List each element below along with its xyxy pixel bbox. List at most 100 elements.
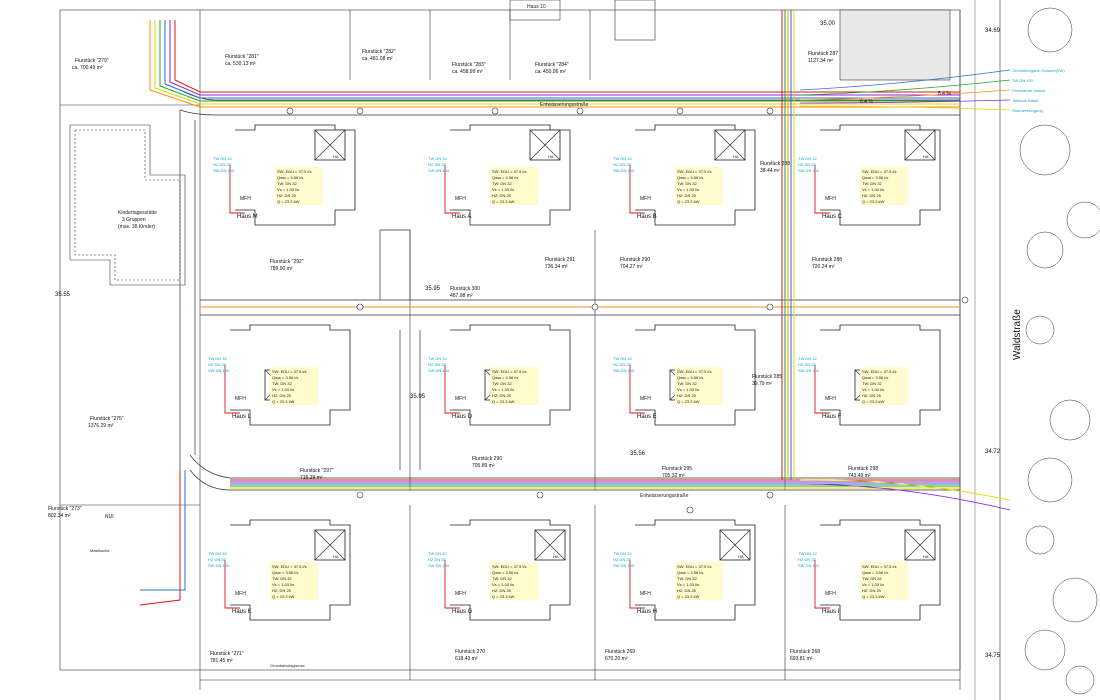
hatched-top-right	[839, 9, 951, 81]
house-info-line: Vs = 1.03 l/s	[272, 582, 294, 587]
ha-cross	[904, 129, 936, 161]
house-info-line: Vs = 1.03 l/s	[272, 387, 294, 392]
height-label: 34.75	[985, 653, 1001, 659]
house-info-line: TW: DN 32	[272, 381, 292, 386]
height-label: 35.95	[410, 394, 426, 400]
ha-label: HA	[548, 154, 554, 159]
parcel-label: Flurstück 269	[605, 649, 635, 655]
right-notes: Grenzübergabe-Schacht(SW) TW DN 100 Fern…	[1012, 68, 1065, 113]
house-outline	[635, 124, 756, 226]
parcel-area: 715.29 m²	[300, 475, 323, 481]
right-connections	[799, 69, 1011, 511]
house-info-line: Vs = 1.03 l/s	[277, 187, 299, 192]
utility-label: TW DN 32	[798, 551, 817, 556]
house-sewer-line	[224, 560, 240, 609]
utility-label: SW DN 150	[208, 368, 230, 373]
house-info-box	[270, 367, 318, 405]
parcel-label: Flurstück 288	[760, 161, 790, 167]
house-outline	[635, 519, 756, 621]
house-info-line: Q = 23.3 kW	[862, 594, 885, 599]
house-info-line: HZ: DN 25	[492, 588, 512, 593]
mfh-label: MFH	[240, 196, 251, 202]
house-info-line: SW: EDU = 37.5 l/s	[492, 369, 527, 374]
kita-building	[69, 124, 186, 286]
house-info-line: Qww = 3.56 l/s	[277, 175, 303, 180]
house-outline	[450, 124, 571, 226]
parcel-area: ca. 481.08 m²	[362, 56, 393, 62]
house-info-line: HZ: DN 25	[862, 588, 882, 593]
parcel-label: Flurstück 290	[620, 257, 650, 263]
parcel-area: 802.34 m²	[48, 513, 71, 519]
house-info-line: Q = 23.3 kW	[492, 594, 515, 599]
utility-label: TW DN 32	[798, 356, 817, 361]
house-info-line: TW: DN 32	[492, 576, 512, 581]
parcel-area: ca. 700.49 m²	[72, 65, 103, 71]
parcel-label: Flurstück 287	[808, 51, 838, 57]
house-info-line: Vs = 1.03 l/s	[677, 187, 699, 192]
house-info-line: Qww = 3.56 l/s	[862, 175, 888, 180]
house-info-line: SW: EDU = 37.5 l/s	[492, 169, 527, 174]
grundstucksgrenze-label: Grundstücksgrenze	[270, 663, 305, 668]
parcel-label: Flurstück 300	[450, 286, 480, 292]
height-label: 34.69	[985, 28, 1001, 34]
house-name: Haus C	[822, 214, 843, 220]
haus10-block	[509, 0, 561, 21]
parcel-labels: Flurstück "279" ca. 700.49 m² Flurstück …	[48, 49, 878, 664]
house-info-box	[675, 367, 723, 405]
utility-label: TW DN 32	[208, 551, 227, 556]
parcel-area: 1376.29 m²	[88, 423, 114, 429]
mfh-label: MFH	[825, 196, 836, 202]
house-name: Haus A	[452, 214, 471, 220]
house-info-line: Q = 23.3 kW	[677, 399, 700, 404]
parcel-label: Flurstück 291	[545, 257, 575, 263]
house-outline	[450, 324, 571, 426]
house-info-line: TW: DN 32	[277, 181, 297, 186]
parcel-label: Flurstück "282"	[362, 49, 396, 55]
house-info-line: Q = 23.3 kW	[862, 199, 885, 204]
ha-cross	[904, 529, 936, 561]
right-note: TW DN 100	[1012, 78, 1034, 83]
house-info-line: TW: DN 32	[677, 181, 697, 186]
utility-label: SW DN 150	[208, 563, 230, 568]
house-info-line: Q = 23.3 kW	[677, 199, 700, 204]
house-info-line: Q = 23.3 kW	[272, 399, 295, 404]
house-info-line: Vs = 1.03 l/s	[492, 187, 514, 192]
utility-label: HZ DN 25	[213, 162, 232, 167]
house-info-line: SW: EDU = 37.5 l/s	[862, 564, 897, 569]
right-note: Stromversorgung	[1012, 108, 1043, 113]
house-outline	[635, 324, 756, 426]
house-info-line: SW: EDU = 37.5 l/s	[272, 369, 307, 374]
right-note: Fernwärme Anschl.	[1012, 88, 1046, 93]
parcel-area: ca. 530.13 m²	[225, 61, 256, 67]
parcel-label: Flurstück 268	[790, 649, 820, 655]
house-sewer-line	[814, 165, 830, 214]
house-sewer-line	[444, 560, 460, 609]
house-sewer-line	[629, 165, 645, 214]
ha-cross	[314, 129, 346, 161]
parcel-label: Flurstück "273"	[48, 506, 82, 512]
house-outline	[450, 519, 571, 621]
utility-label: SW DN 150	[798, 563, 820, 568]
parcel-label: Flurstück "297"	[300, 468, 334, 474]
parcel-label: Flurstück "292"	[270, 259, 304, 265]
ha-cross	[714, 129, 746, 161]
house-name: Haus L	[232, 414, 252, 420]
utility-label: HZ DN 25	[613, 362, 632, 367]
parcel-area: ca. 458.99 m²	[452, 69, 483, 75]
house-name: Haus G	[452, 609, 473, 615]
house-info-line: Q = 23.3 kW	[492, 399, 515, 404]
utility-label: SW DN 150	[213, 168, 235, 173]
house-name: Haus B	[637, 214, 657, 220]
mastbuche-label: Mastbuche	[90, 548, 110, 553]
utility-label: HZ DN 25	[613, 557, 632, 562]
utility-label: HZ DN 25	[613, 162, 632, 167]
ha-cross	[719, 529, 751, 561]
house-info-line: SW: EDU = 37.5 l/s	[862, 369, 897, 374]
house-info-line: HZ: DN 25	[677, 588, 697, 593]
height-label: 35.95	[425, 286, 441, 292]
house-info-box	[675, 562, 723, 600]
parcel-label: Flurstück "283"	[452, 62, 486, 68]
